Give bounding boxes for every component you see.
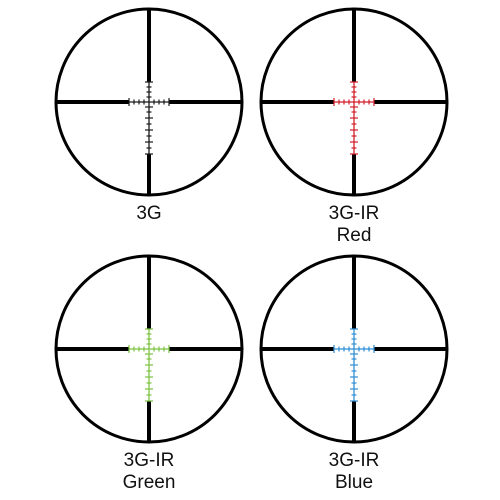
caption-line: Blue [334,472,374,493]
caption-line: 3G-IR [328,450,380,471]
caption-line: 3G-IR [328,203,380,224]
caption-line: Green [122,472,176,493]
reticle-3g-ir-red [259,7,449,197]
caption-3g-ir-red: 3G-IR Red [274,203,434,247]
reticle-3g-ir-blue [259,254,449,444]
caption-3g: 3G [69,203,229,225]
caption-3g-ir-green: 3G-IR Green [69,450,229,494]
caption-line: Red [336,225,372,246]
caption-line: 3G [136,203,162,224]
reticle-3g-ir-green [54,254,244,444]
reticle-3g [54,7,244,197]
caption-line: 3G-IR [123,450,175,471]
caption-3g-ir-blue: 3G-IR Blue [274,450,434,494]
